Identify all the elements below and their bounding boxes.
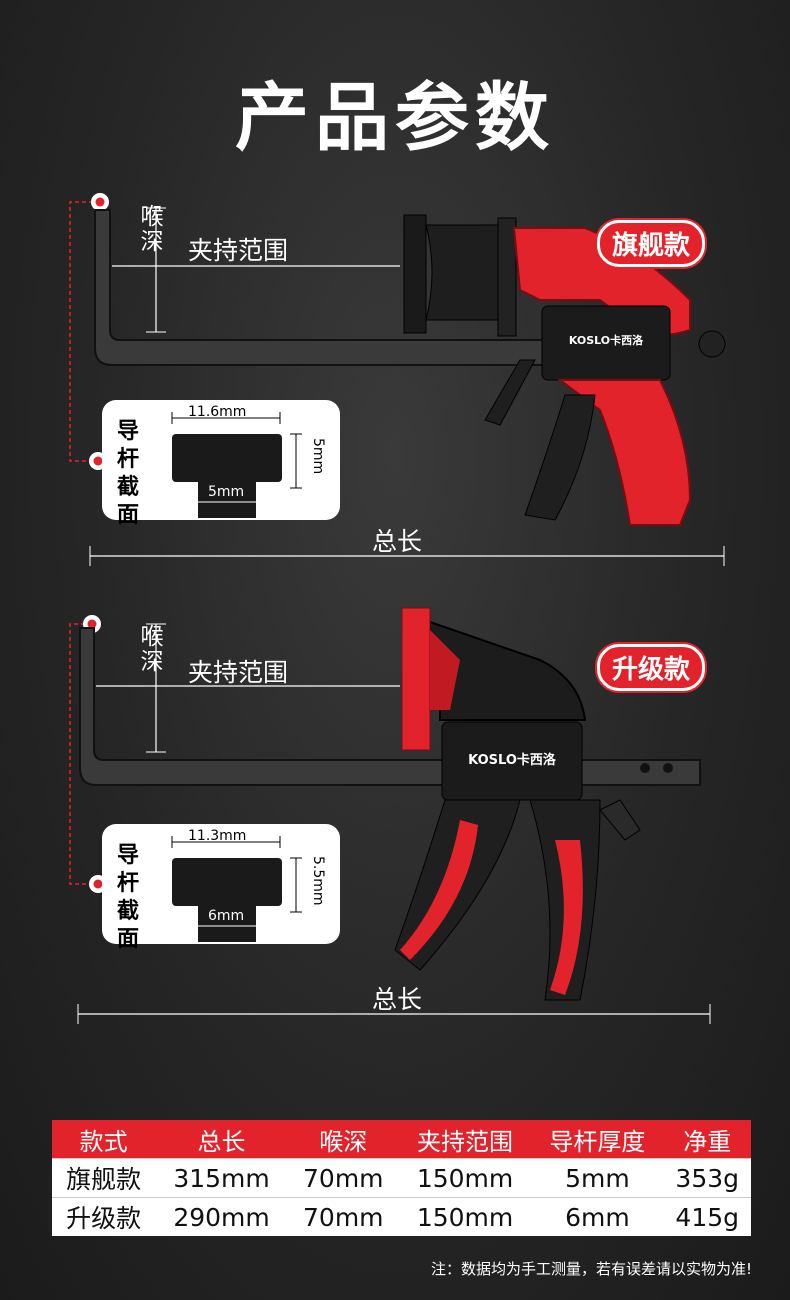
spec-cell: 旗舰款 [52, 1158, 156, 1198]
upgrade-section-width: 11.3mm [188, 828, 247, 844]
spec-header-cell: 款式 [52, 1120, 156, 1159]
upgrade-clamp-label: 夹持范围 [188, 658, 289, 687]
spec-cell: 升级款 [52, 1197, 156, 1236]
spec-cell: 415g [663, 1197, 751, 1236]
table-row: 旗舰款 315mm 70mm 150mm 5mm 353g [52, 1158, 751, 1198]
table-row: 升级款 290mm 70mm 150mm 6mm 415g [52, 1197, 751, 1236]
upgrade-clamp-illustration: KOSLO卡西洛 [69, 607, 711, 1024]
spec-header-row: 款式 总长 喉深 夹持范围 导杆厚度 净重 [52, 1120, 751, 1159]
spec-cell: 70mm [287, 1197, 399, 1236]
flagship-section-width: 11.6mm [188, 404, 247, 420]
spec-cell: 315mm [155, 1158, 288, 1198]
spec-cell: 150mm [398, 1197, 532, 1236]
spec-cell: 353g [663, 1158, 751, 1198]
flagship-throat-label: 喉深 [136, 204, 162, 254]
spec-header-cell: 导杆厚度 [531, 1120, 664, 1159]
upgrade-section-shape [171, 836, 302, 942]
spec-cell: 5mm [531, 1158, 664, 1198]
flagship-section: KOSLO卡西洛 旗舰款 喉深 夹持范围 总长 导杆截面 [0, 180, 790, 580]
spec-cell: 290mm [155, 1197, 288, 1236]
measurement-note: 注：数据均为手工测量，若有误差请以实物为准! [430, 1260, 752, 1278]
flagship-cross-section: 导杆截面 11.6mm 5mm 5mm [102, 400, 340, 528]
flagship-section-height: 5mm [310, 438, 326, 475]
upgrade-brand-logo: KOSLO卡西洛 [468, 752, 557, 768]
flagship-section-bottom: 5mm [208, 484, 245, 500]
upgrade-section: KOSLO卡西洛 升级款 喉深 夹持范围 总长 导杆截面 11.3m [0, 600, 790, 1040]
upgrade-section-bottom: 6mm [208, 908, 245, 924]
upgrade-badge: 升级款 [597, 644, 706, 691]
spec-cell: 6mm [531, 1197, 664, 1236]
upgrade-cross-section: 导杆截面 11.3mm 5.5mm 6mm [102, 824, 340, 952]
flagship-section-label: 导杆截面 [116, 419, 139, 528]
flagship-clamp-illustration: KOSLO卡西洛 [69, 193, 726, 566]
flagship-clamp-label: 夹持范围 [188, 236, 289, 265]
spec-header-cell: 夹持范围 [398, 1120, 532, 1159]
flagship-length-label: 总长 [372, 527, 423, 556]
page-title: 产品参数 [235, 75, 555, 161]
spec-header-cell: 喉深 [287, 1120, 399, 1159]
flagship-section-shape [171, 412, 302, 518]
spec-cell: 150mm [398, 1158, 532, 1198]
upgrade-section-label: 导杆截面 [116, 843, 139, 952]
spec-header-cell: 总长 [155, 1120, 288, 1159]
flagship-brand-logo: KOSLO卡西洛 [569, 333, 644, 347]
upgrade-section-height: 5.5mm [310, 856, 326, 906]
spec-table: 款式 总长 喉深 夹持范围 导杆厚度 净重 旗舰款 315mm 70mm 150… [52, 1120, 751, 1236]
upgrade-throat-label: 喉深 [136, 624, 162, 674]
spec-header-cell: 净重 [663, 1120, 751, 1159]
upgrade-length-label: 总长 [372, 985, 423, 1014]
spec-cell: 70mm [287, 1158, 399, 1198]
flagship-badge: 旗舰款 [597, 220, 706, 267]
